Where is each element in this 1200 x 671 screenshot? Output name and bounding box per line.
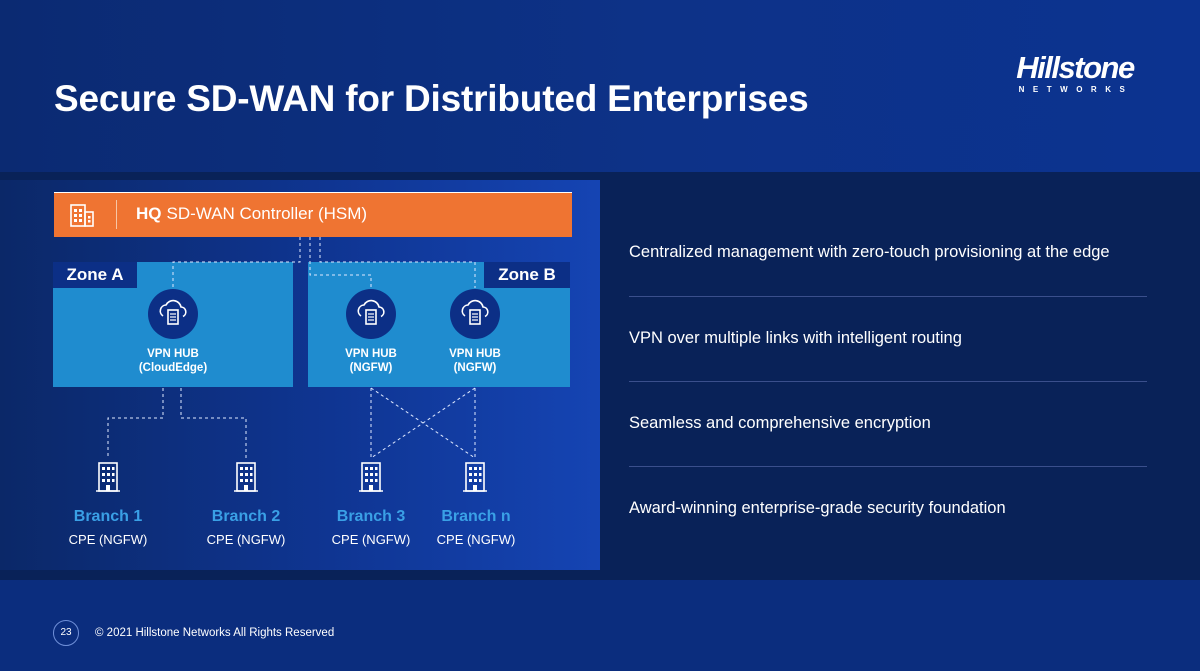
branch-1-name: Branch 1 — [73, 508, 143, 525]
footer-band — [0, 580, 1200, 671]
zone-a-label: Zone A — [53, 262, 137, 288]
cloud-firewall-icon — [357, 299, 385, 325]
cloud-firewall-icon — [159, 299, 187, 325]
logo-wordmark: Hillstone — [1016, 50, 1135, 85]
hub-label-line2: (NGFW) — [349, 362, 393, 374]
branch-n-device: CPE (NGFW) — [436, 532, 516, 547]
branch-building-icon — [234, 462, 258, 492]
hub-label-line1: VPN HUB — [345, 348, 397, 360]
hub-label-line1: VPN HUB — [147, 348, 199, 360]
slide-title: Secure SD-WAN for Distributed Enterprise… — [54, 78, 809, 119]
zone-b-label: Zone B — [484, 262, 570, 288]
branch-building-icon — [463, 462, 487, 492]
hub-label-line2: (CloudEdge) — [138, 362, 208, 374]
hub-ngfw-1-label: VPN HUB (NGFW) — [316, 347, 426, 375]
logo-subtitle: NETWORKS — [1018, 85, 1134, 94]
hillstone-logo: Hillstone NETWORKS — [1000, 52, 1150, 98]
branch-2-name: Branch 2 — [211, 508, 281, 525]
feature-item: Award-winning enterprise-grade security … — [629, 499, 1006, 517]
cloud-firewall-icon — [461, 299, 489, 325]
feature-divider — [629, 381, 1147, 382]
hub-cloudedge-icon-badge — [148, 289, 198, 339]
copyright-text: © 2021 Hillstone Networks All Rights Res… — [95, 627, 335, 639]
branch-building-icon — [96, 462, 120, 492]
hub-ngfw-2-icon-badge — [450, 289, 500, 339]
branch-n-name: Branch n — [441, 508, 511, 525]
hub-label-line1: VPN HUB — [449, 348, 501, 360]
hq-divider — [116, 200, 117, 229]
feature-item: Seamless and comprehensive encryption — [629, 414, 931, 432]
branch-3-name: Branch 3 — [336, 508, 406, 525]
hub-ngfw-1-icon-badge — [346, 289, 396, 339]
header-band — [0, 0, 1200, 172]
feature-divider — [629, 466, 1147, 467]
feature-item: VPN over multiple links with intelligent… — [629, 329, 962, 347]
branch-3-device: CPE (NGFW) — [331, 532, 411, 547]
feature-item: Centralized management with zero-touch p… — [629, 243, 1110, 261]
page-number: 23 — [53, 620, 79, 646]
hub-ngfw-2-label: VPN HUB (NGFW) — [420, 347, 530, 375]
branch-2-device: CPE (NGFW) — [206, 532, 286, 547]
hq-controller-name: SD-WAN Controller (HSM) — [166, 204, 368, 223]
branch-building-icon — [359, 462, 383, 492]
hub-label-line2: (NGFW) — [453, 362, 497, 374]
hq-prefix: HQ — [136, 204, 162, 223]
feature-divider — [629, 296, 1147, 297]
branch-1-device: CPE (NGFW) — [68, 532, 148, 547]
hub-cloudedge-label: VPN HUB (CloudEdge) — [118, 347, 228, 375]
building-icon — [70, 204, 94, 227]
